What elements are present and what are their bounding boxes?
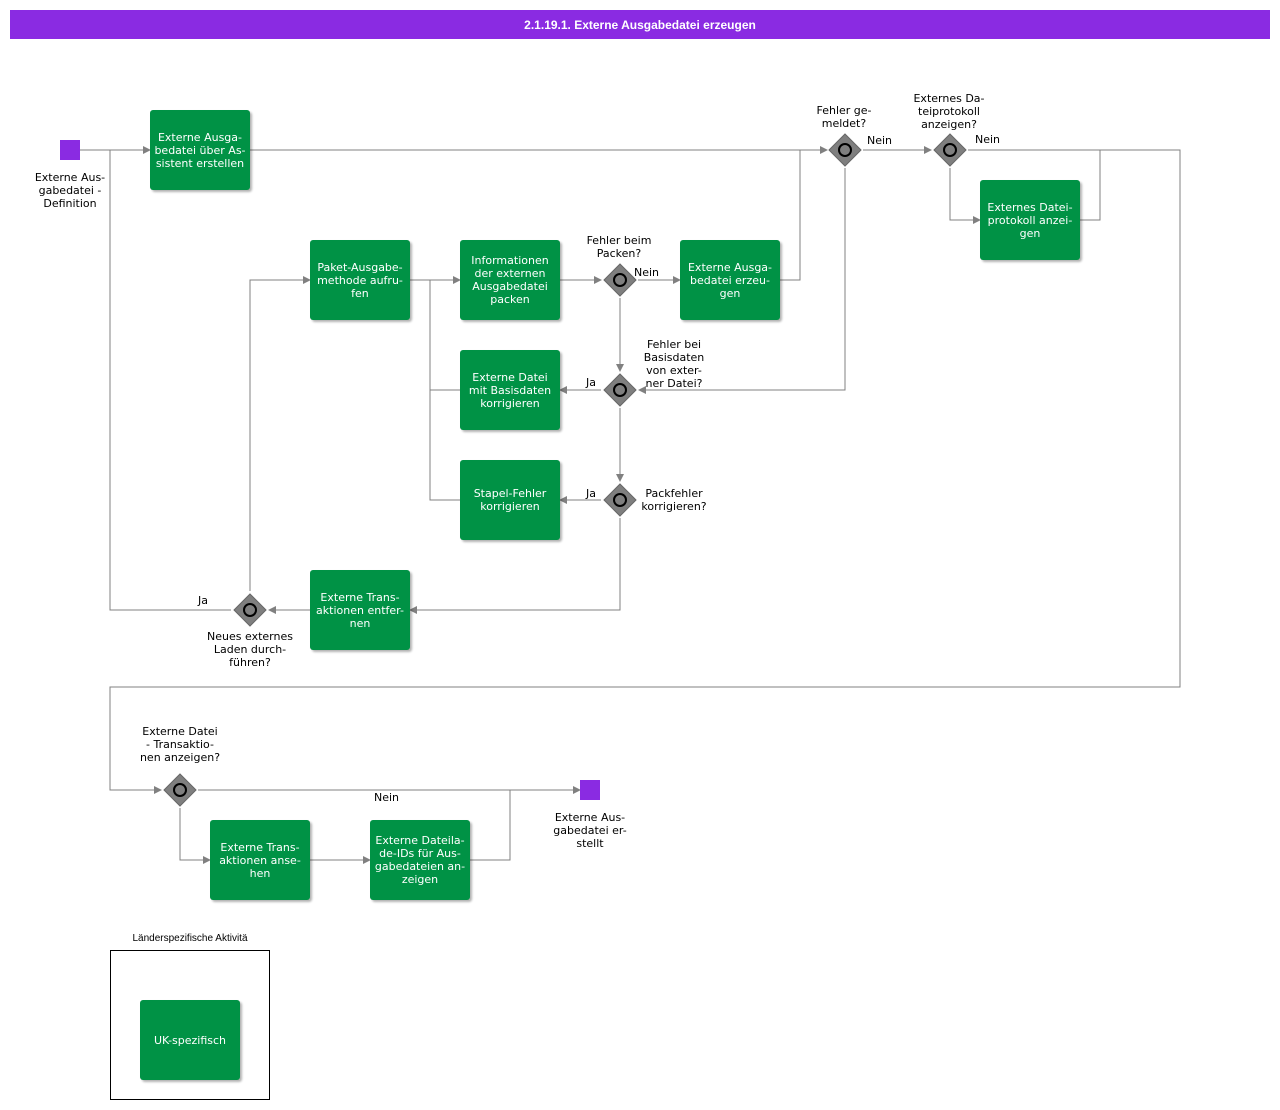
flow-t10-to-main [470, 790, 511, 861]
flow-t7-back [429, 390, 460, 501]
task-uk-specific[interactable]: UK-spezifisch [140, 1000, 240, 1080]
flow-t5-to-main [1080, 150, 1101, 221]
gateway-show-file-log[interactable] [932, 132, 968, 168]
flow-g6-to-t2 [249, 276, 311, 591]
task-call-package-output-method[interactable]: Paket-Ausgabe- methode aufru- fen [310, 240, 410, 320]
task-show-file-log[interactable]: Externes Datei- protokoll anzei- gen [980, 180, 1080, 260]
lane-title: Länderspezifische Aktivitä [132, 933, 248, 944]
task-correct-basis-data[interactable]: Externe Datei mit Basisdaten korrigieren [460, 350, 560, 430]
gateway-label-show-file-log: Externes Da- teiprotokoll anzeigen? [913, 92, 985, 131]
gateway-label-packing-error: Fehler beim Packen? [586, 234, 652, 260]
gateway-label-new-external-load: Neues externes Laden durch- führen? [207, 630, 293, 669]
flow-g3-nein-down [109, 149, 1181, 794]
task-correct-batch-errors[interactable]: Stapel-Fehler korrigieren [460, 460, 560, 540]
lane-country-specific [110, 950, 270, 1100]
flow-label-ja-g4: Ja [586, 376, 596, 389]
flow-t4-to-main [780, 150, 801, 281]
diagram-title-bar: 2.1.19.1. Externe Ausgabedatei erzeugen [10, 10, 1270, 39]
flow-label-nein-g2: Nein [867, 134, 893, 147]
gateway-correct-pack-errors[interactable] [602, 482, 638, 518]
flow-label-nein-g7: Nein [374, 791, 400, 804]
diagram-title: 2.1.19.1. Externe Ausgabedatei erzeugen [524, 17, 756, 32]
task-generate-output-file[interactable]: Externe Ausga- bedatei erzeu- gen [680, 240, 780, 320]
end-event[interactable] [580, 780, 600, 800]
flow-g6-ja-loop [109, 150, 231, 611]
task-remove-transactions[interactable]: Externe Trans- aktionen entfer- nen [310, 570, 410, 650]
gateway-label-error-reported: Fehler ge- meldet? [816, 104, 872, 130]
flow-g7-to-t9 [179, 808, 211, 864]
flow-label-ja-g6: Ja [198, 594, 208, 607]
gateway-new-external-load[interactable] [232, 592, 268, 628]
flow-label-nein-g1: Nein [634, 266, 660, 279]
flow-label-nein-g3: Nein [975, 133, 1001, 146]
flow-g2-to-g4 [638, 168, 846, 394]
flow-t6-back [429, 280, 460, 391]
flow-g5-to-t8 [409, 518, 621, 614]
task-create-output-file-wizard[interactable]: Externe Ausga- bedatei über As- sistent … [150, 110, 250, 190]
gateway-label-basis-data-error: Fehler bei Basisdaten von exter- ner Dat… [643, 338, 705, 390]
gateway-label-correct-pack-errors: Packfehler korrigieren? [641, 487, 707, 513]
task-view-transactions[interactable]: Externe Trans- aktionen anse- hen [210, 820, 310, 900]
start-event[interactable] [60, 140, 80, 160]
gateway-error-reported[interactable] [827, 132, 863, 168]
gateway-show-transactions[interactable] [162, 772, 198, 808]
task-pack-output-file-info[interactable]: Informationen der externen Ausgabedatei … [460, 240, 560, 320]
task-show-load-ids[interactable]: Externe Dateila- de-IDs für Aus- gabedat… [370, 820, 470, 900]
flow-g3-to-t5 [949, 168, 981, 224]
start-event-label: Externe Aus- gabedatei - Definition [34, 171, 106, 210]
gateway-label-show-transactions: Externe Datei - Transaktio- nen anzeigen… [139, 725, 221, 764]
end-event-label: Externe Aus- gabedatei er- stellt [553, 811, 627, 850]
gateway-packing-error[interactable] [602, 262, 638, 298]
flow-label-ja-g5: Ja [586, 487, 596, 500]
gateway-basis-data-error[interactable] [602, 372, 638, 408]
